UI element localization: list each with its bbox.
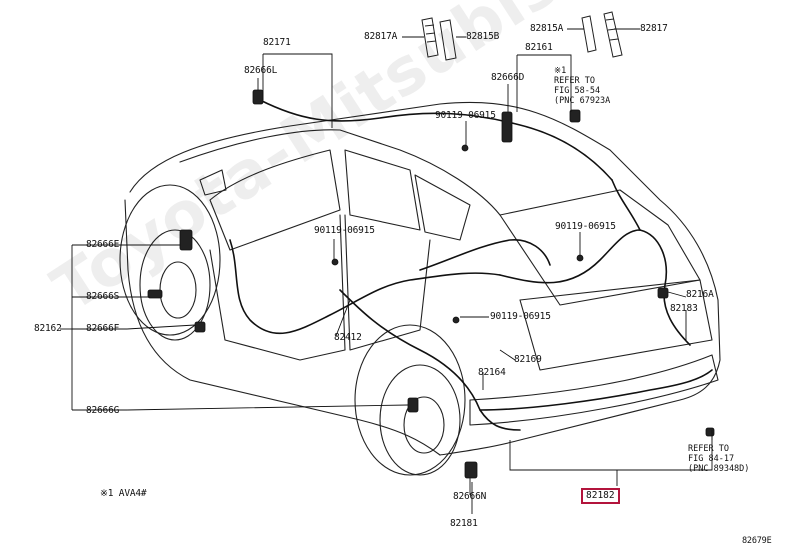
label-82666N: 82666N <box>453 491 487 502</box>
harness-bumper <box>479 369 713 411</box>
label-82182-highlighted[interactable]: 82182 <box>581 488 620 504</box>
label-82162: 82162 <box>34 323 62 334</box>
body-rear <box>439 299 721 456</box>
harness-center <box>419 239 551 271</box>
label-82183: 82183 <box>670 303 698 314</box>
label-8216A: 8216A <box>686 289 714 300</box>
harness-side <box>229 239 501 335</box>
label-82817A: 82817A <box>364 31 398 42</box>
bumper <box>469 354 719 426</box>
label-82666D: 82666D <box>491 72 525 83</box>
footnote: ※1 AVA4# <box>100 488 147 499</box>
roof-outline <box>129 101 719 301</box>
refer-note-bottom: REFER TO FIG 84-17 (PNC 89348D) <box>688 444 750 474</box>
refer-note-top: ※1 REFER TO FIG 58-54 (PNC 67923A <box>554 66 611 106</box>
label-90119-d: 90119-06915 <box>490 311 551 322</box>
label-82666G: 82666G <box>86 405 120 416</box>
rear-door-window <box>344 149 421 231</box>
harness-floor <box>339 289 521 431</box>
side-mirror <box>199 169 227 196</box>
label-90119-c: 90119-06915 <box>555 221 616 232</box>
label-82169: 82169 <box>514 354 542 365</box>
front-door <box>209 214 346 361</box>
harness-tailgate <box>611 179 641 231</box>
quarter-window <box>414 174 471 241</box>
roof-front-edge <box>179 129 501 216</box>
rear-door <box>344 214 431 351</box>
part-82817A <box>421 17 439 58</box>
label-90119-a: 90119-06915 <box>435 110 496 121</box>
label-82666S: 82666S <box>86 291 120 302</box>
harness-roof <box>259 99 613 181</box>
front-wheel-arch <box>119 184 221 336</box>
rear-wheel <box>379 364 461 476</box>
part-82815A <box>581 15 597 53</box>
front-wheel <box>139 229 211 341</box>
label-82817: 82817 <box>640 23 668 34</box>
label-82164: 82164 <box>478 367 506 378</box>
tailgate <box>519 279 713 371</box>
label-90119-b: 90119-06915 <box>314 225 375 236</box>
rear-wheel-arch <box>354 324 466 476</box>
part-82815B <box>439 19 457 61</box>
label-82161: 82161 <box>525 42 553 53</box>
label-82666F: 82666F <box>86 323 120 334</box>
part-82817 <box>603 11 623 58</box>
label-82412: 82412 <box>334 332 362 343</box>
label-82181: 82181 <box>450 518 478 529</box>
body-side <box>124 199 441 456</box>
front-window <box>209 149 341 251</box>
label-82666E: 82666E <box>86 239 120 250</box>
label-82815B: 82815B <box>466 31 500 42</box>
label-82666L: 82666L <box>244 65 278 76</box>
figure-code: 82679E <box>742 536 772 546</box>
label-82815A: 82815A <box>530 23 564 34</box>
label-82171: 82171 <box>263 37 291 48</box>
rear-glass <box>499 189 701 306</box>
